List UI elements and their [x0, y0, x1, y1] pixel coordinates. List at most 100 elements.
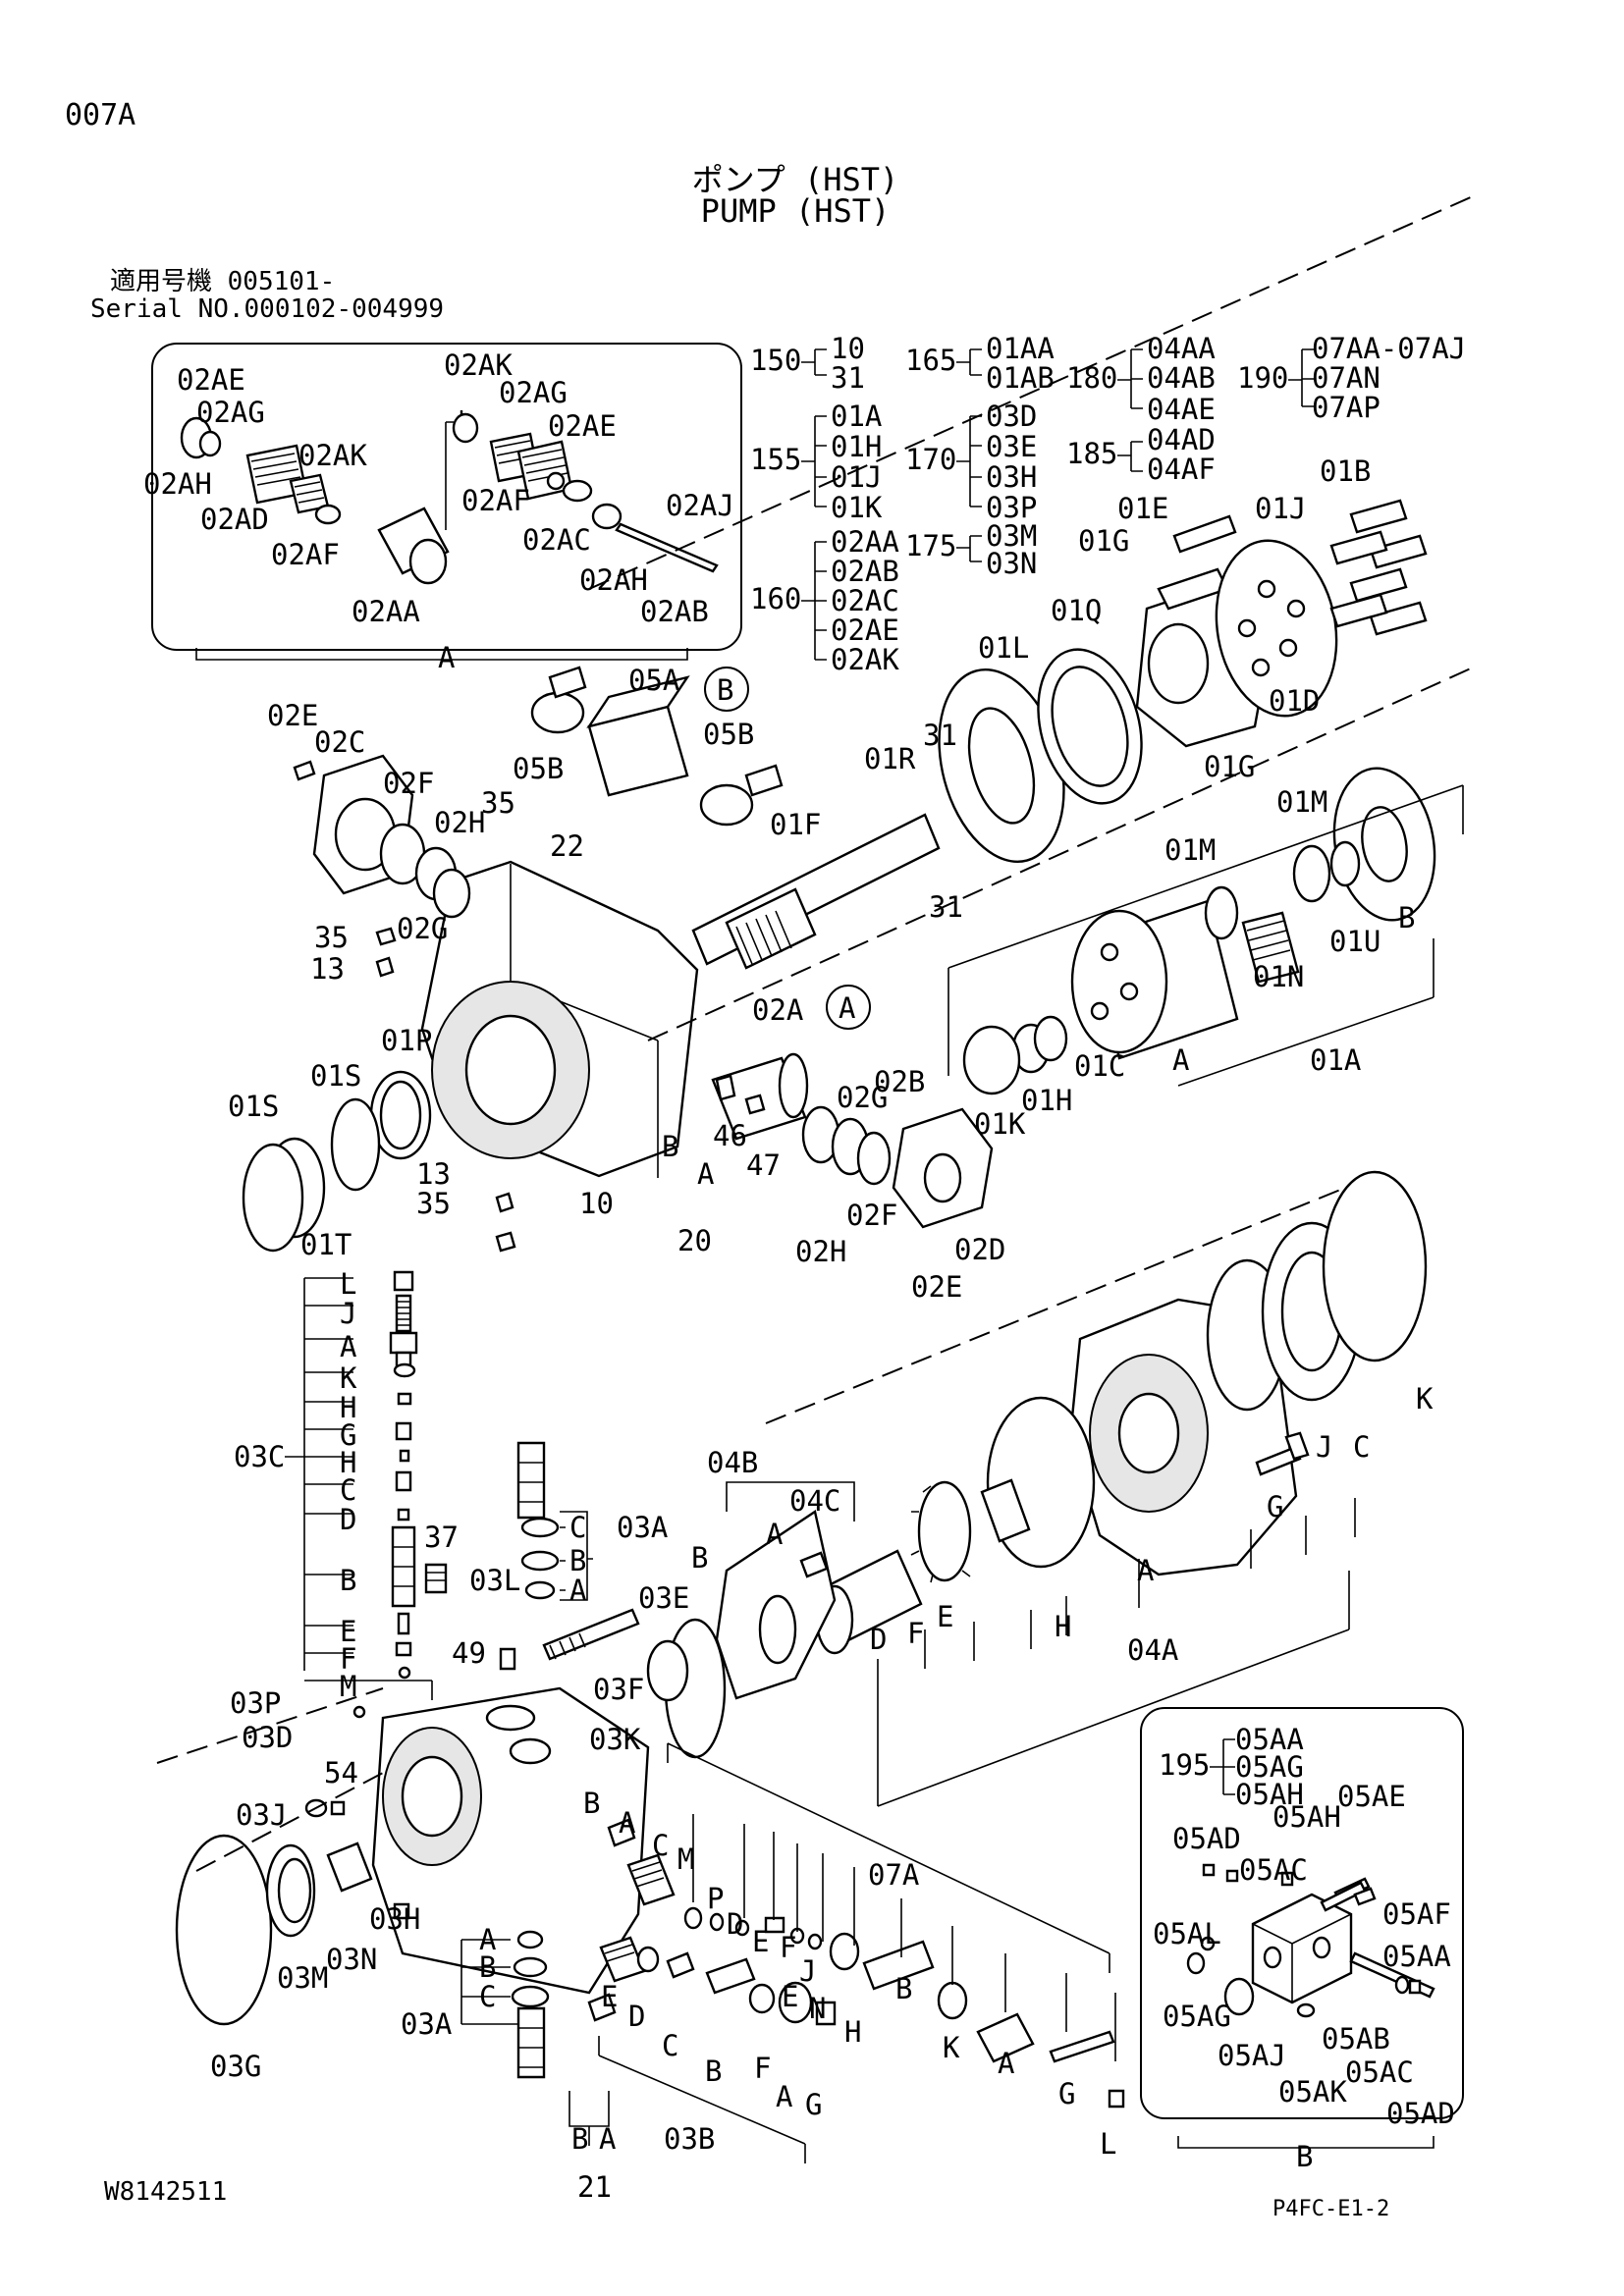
part-callout: 01D	[1269, 684, 1320, 718]
part-callout: 35	[481, 786, 515, 820]
part-callout: 35	[416, 1187, 451, 1220]
svg-text:A: A	[839, 991, 855, 1025]
detail-a-label: 02AF	[461, 484, 530, 517]
part-callout: 13	[416, 1157, 451, 1191]
part-callout: A	[998, 2047, 1014, 2080]
detail-b-label: 05AE	[1337, 1780, 1406, 1813]
part-callout: 01H	[1021, 1084, 1072, 1117]
part-callout: J	[799, 1954, 816, 1988]
detail-b-label: 05AC	[1345, 2056, 1414, 2089]
part-callout: 03M	[277, 1961, 328, 1995]
part-callout: 01C	[1074, 1049, 1125, 1083]
group-190-part: 07AP	[1312, 391, 1380, 424]
sheet-code: P4FC-E1-2	[1272, 2197, 1390, 2221]
detail-b-label: 05AB	[1322, 2022, 1390, 2056]
part-callout: F	[907, 1617, 924, 1650]
part-callout: 01G	[1078, 524, 1129, 558]
part-callout: L	[1100, 2127, 1116, 2161]
part-callout: 02G	[837, 1081, 888, 1114]
part-callout: A	[1172, 1043, 1189, 1077]
part-callout: E	[752, 1925, 769, 1958]
group-150-code: 150	[750, 344, 801, 377]
group-155-part: 01J	[831, 460, 882, 494]
bracket-03a-item: B	[569, 1544, 586, 1577]
detail-a-label: 02AB	[640, 595, 709, 628]
bracket-03c-item: H	[340, 1446, 356, 1479]
part-callout: E	[937, 1600, 953, 1633]
group-195-code: 195	[1159, 1748, 1210, 1782]
part-callout: B	[705, 2055, 722, 2088]
part-callout: 02D	[954, 1233, 1005, 1266]
part-callout: 03P	[230, 1686, 281, 1720]
part-callout: F	[780, 1931, 796, 1964]
part-callout: 02H	[795, 1235, 846, 1268]
bracket-01a	[947, 784, 1464, 1087]
part-callout: H	[844, 2015, 861, 2049]
part-callout: 13	[310, 952, 345, 986]
group-175-part: 03N	[986, 547, 1037, 580]
group-185-code: 185	[1066, 437, 1117, 470]
part-callout: 01L	[978, 631, 1029, 665]
part-callout: P	[707, 1882, 724, 1915]
bracket-03a-code: 03A	[617, 1511, 668, 1544]
detail-b-label: 05AA	[1382, 1940, 1451, 1973]
part-callout: A	[599, 2122, 616, 2156]
part-callout: K	[943, 2031, 960, 2064]
part-callout: 01E	[1117, 492, 1168, 525]
part-callout: 03B	[664, 2122, 715, 2156]
part-callout: 02F	[383, 767, 434, 800]
part-callout: 46	[713, 1119, 747, 1152]
part-callout: 01G	[1204, 750, 1255, 783]
part-callout: 01S	[228, 1090, 279, 1123]
part-callout: 22	[550, 829, 584, 863]
group-180-code: 180	[1066, 361, 1117, 395]
serial-number: Serial NO.000102-004999	[90, 294, 445, 324]
bracket-03a-item: A	[479, 1923, 496, 1956]
part-callout: 47	[746, 1148, 781, 1182]
detail-b-title: B	[1296, 2140, 1313, 2173]
part-callout: B	[691, 1541, 708, 1575]
group-160-code: 160	[750, 582, 801, 615]
part-callout: 03L	[469, 1564, 520, 1597]
bracket-03a-item: C	[479, 1980, 496, 2013]
detail-a-label: 02AK	[444, 348, 513, 382]
bracket-03c-item: A	[340, 1330, 356, 1363]
detail-b-label: 05AH	[1272, 1800, 1341, 1834]
detail-a-frame	[151, 343, 742, 651]
part-callout: J	[1316, 1430, 1332, 1464]
group-195-part: 05AG	[1235, 1750, 1304, 1784]
part-callout: E	[601, 1980, 618, 2013]
title-en: PUMP (HST)	[700, 192, 891, 230]
part-callout: H	[1055, 1610, 1071, 1643]
applicable-jp: 適用号機 005101-	[110, 267, 336, 296]
bracket-03c-item: G	[340, 1418, 356, 1452]
group-155-part: 01K	[831, 491, 883, 524]
part-callout: 02C	[314, 725, 365, 759]
part-callout: C	[662, 2029, 678, 2062]
part-callout: 02B	[874, 1065, 925, 1098]
group-195-part: 05AA	[1235, 1723, 1304, 1756]
part-callout: 01K	[974, 1107, 1026, 1141]
part-callout: 04C	[789, 1484, 840, 1518]
detail-a: A 02AE 02AG 02AK 02AH 02AD 02AF 02AA 02A…	[143, 343, 742, 674]
group-165-code: 165	[905, 344, 956, 377]
group-190-code: 190	[1237, 361, 1288, 395]
detail-a-label: 02AJ	[666, 489, 734, 522]
part-callout: 02G	[397, 912, 448, 945]
bracket-03c-item: F	[340, 1642, 356, 1676]
part-callout: B	[583, 1787, 600, 1820]
detail-a-label: 02AF	[271, 538, 340, 571]
group-185-part: 04AD	[1147, 423, 1216, 456]
drawing-number: W8142511	[104, 2177, 228, 2207]
group-155-code: 155	[750, 443, 801, 476]
part-callout: C	[1353, 1430, 1370, 1464]
part-callout: G	[1267, 1490, 1283, 1523]
detail-b-frame	[1140, 1707, 1464, 2119]
group-185-part: 04AF	[1147, 453, 1216, 486]
bracket-03c-item: J	[340, 1297, 356, 1330]
group-175-code: 175	[905, 529, 956, 562]
part-callout: B	[571, 2122, 588, 2156]
part-callout: 03J	[236, 1798, 287, 1832]
group-175-part: 03M	[986, 519, 1037, 553]
part-callout: G	[805, 2088, 822, 2121]
